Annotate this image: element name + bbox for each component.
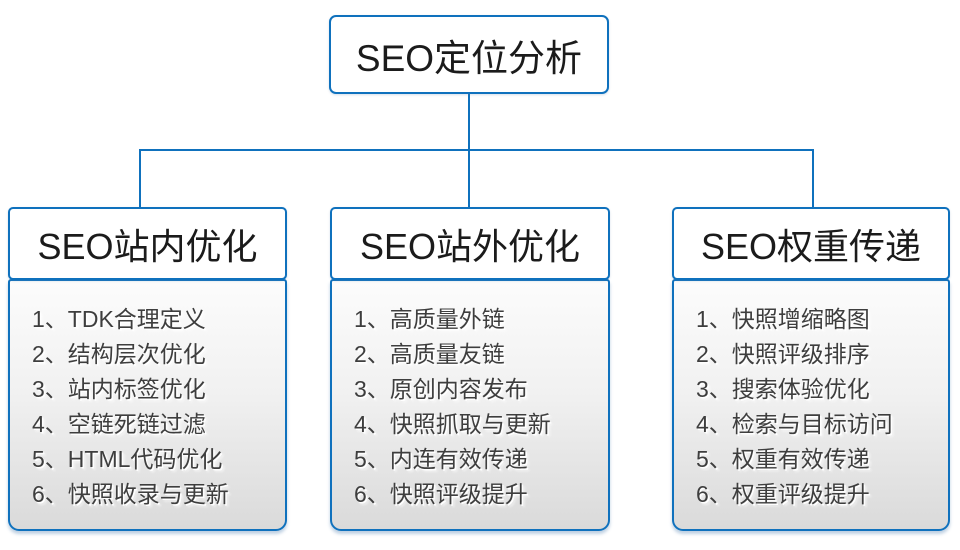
column-header-weight: SEO权重传递 xyxy=(672,207,950,280)
column-list-weight: 1、快照增缩略图 2、快照评级排序 3、搜索体验优化 4、检索与目标访问 5、权… xyxy=(672,279,950,531)
list-item: 6、快照收录与更新 xyxy=(32,481,229,507)
column-header-weight-label: SEO权重传递 xyxy=(700,225,922,267)
column-list-onsite: 1、TDK合理定义 2、结构层次优化 3、站内标签优化 4、空链死链过滤 5、H… xyxy=(8,279,287,531)
list-item: 2、结构层次优化 xyxy=(32,341,206,367)
list-item: 3、搜索体验优化 xyxy=(696,376,870,402)
list-item: 2、快照评级排序 xyxy=(696,341,870,367)
column-header-onsite: SEO站内优化 xyxy=(8,207,287,280)
list-item: 4、检索与目标访问 xyxy=(696,411,893,437)
item-list-onsite: 1、TDK合理定义 2、结构层次优化 3、站内标签优化 4、空链死链过滤 5、H… xyxy=(10,281,285,512)
list-item: 4、空链死链过滤 xyxy=(32,411,206,437)
root-node: SEO定位分析 xyxy=(329,15,609,94)
root-node-label: SEO定位分析 xyxy=(355,37,583,79)
list-item: 1、快照增缩略图 xyxy=(696,306,870,332)
list-item: 3、站内标签优化 xyxy=(32,376,206,402)
list-item: 3、原创内容发布 xyxy=(354,376,528,402)
list-item: 5、HTML代码优化 xyxy=(32,446,223,472)
item-list-offsite: 1、高质量外链 2、高质量友链 3、原创内容发布 4、快照抓取与更新 5、内连有… xyxy=(332,281,608,512)
list-item: 2、高质量友链 xyxy=(354,341,505,367)
list-item: 5、内连有效传递 xyxy=(354,446,528,472)
list-item: 1、高质量外链 xyxy=(354,306,505,332)
column-header-offsite-label: SEO站外优化 xyxy=(359,225,581,267)
list-item: 6、权重评级提升 xyxy=(696,481,870,507)
list-item: 1、TDK合理定义 xyxy=(32,306,206,332)
column-list-offsite: 1、高质量外链 2、高质量友链 3、原创内容发布 4、快照抓取与更新 5、内连有… xyxy=(330,279,610,531)
column-header-onsite-label: SEO站内优化 xyxy=(37,225,258,267)
column-header-offsite: SEO站外优化 xyxy=(330,207,610,280)
list-item: 4、快照抓取与更新 xyxy=(354,411,551,437)
list-item: 6、快照评级提升 xyxy=(354,481,528,507)
list-item: 5、权重有效传递 xyxy=(696,446,870,472)
item-list-weight: 1、快照增缩略图 2、快照评级排序 3、搜索体验优化 4、检索与目标访问 5、权… xyxy=(674,281,948,512)
